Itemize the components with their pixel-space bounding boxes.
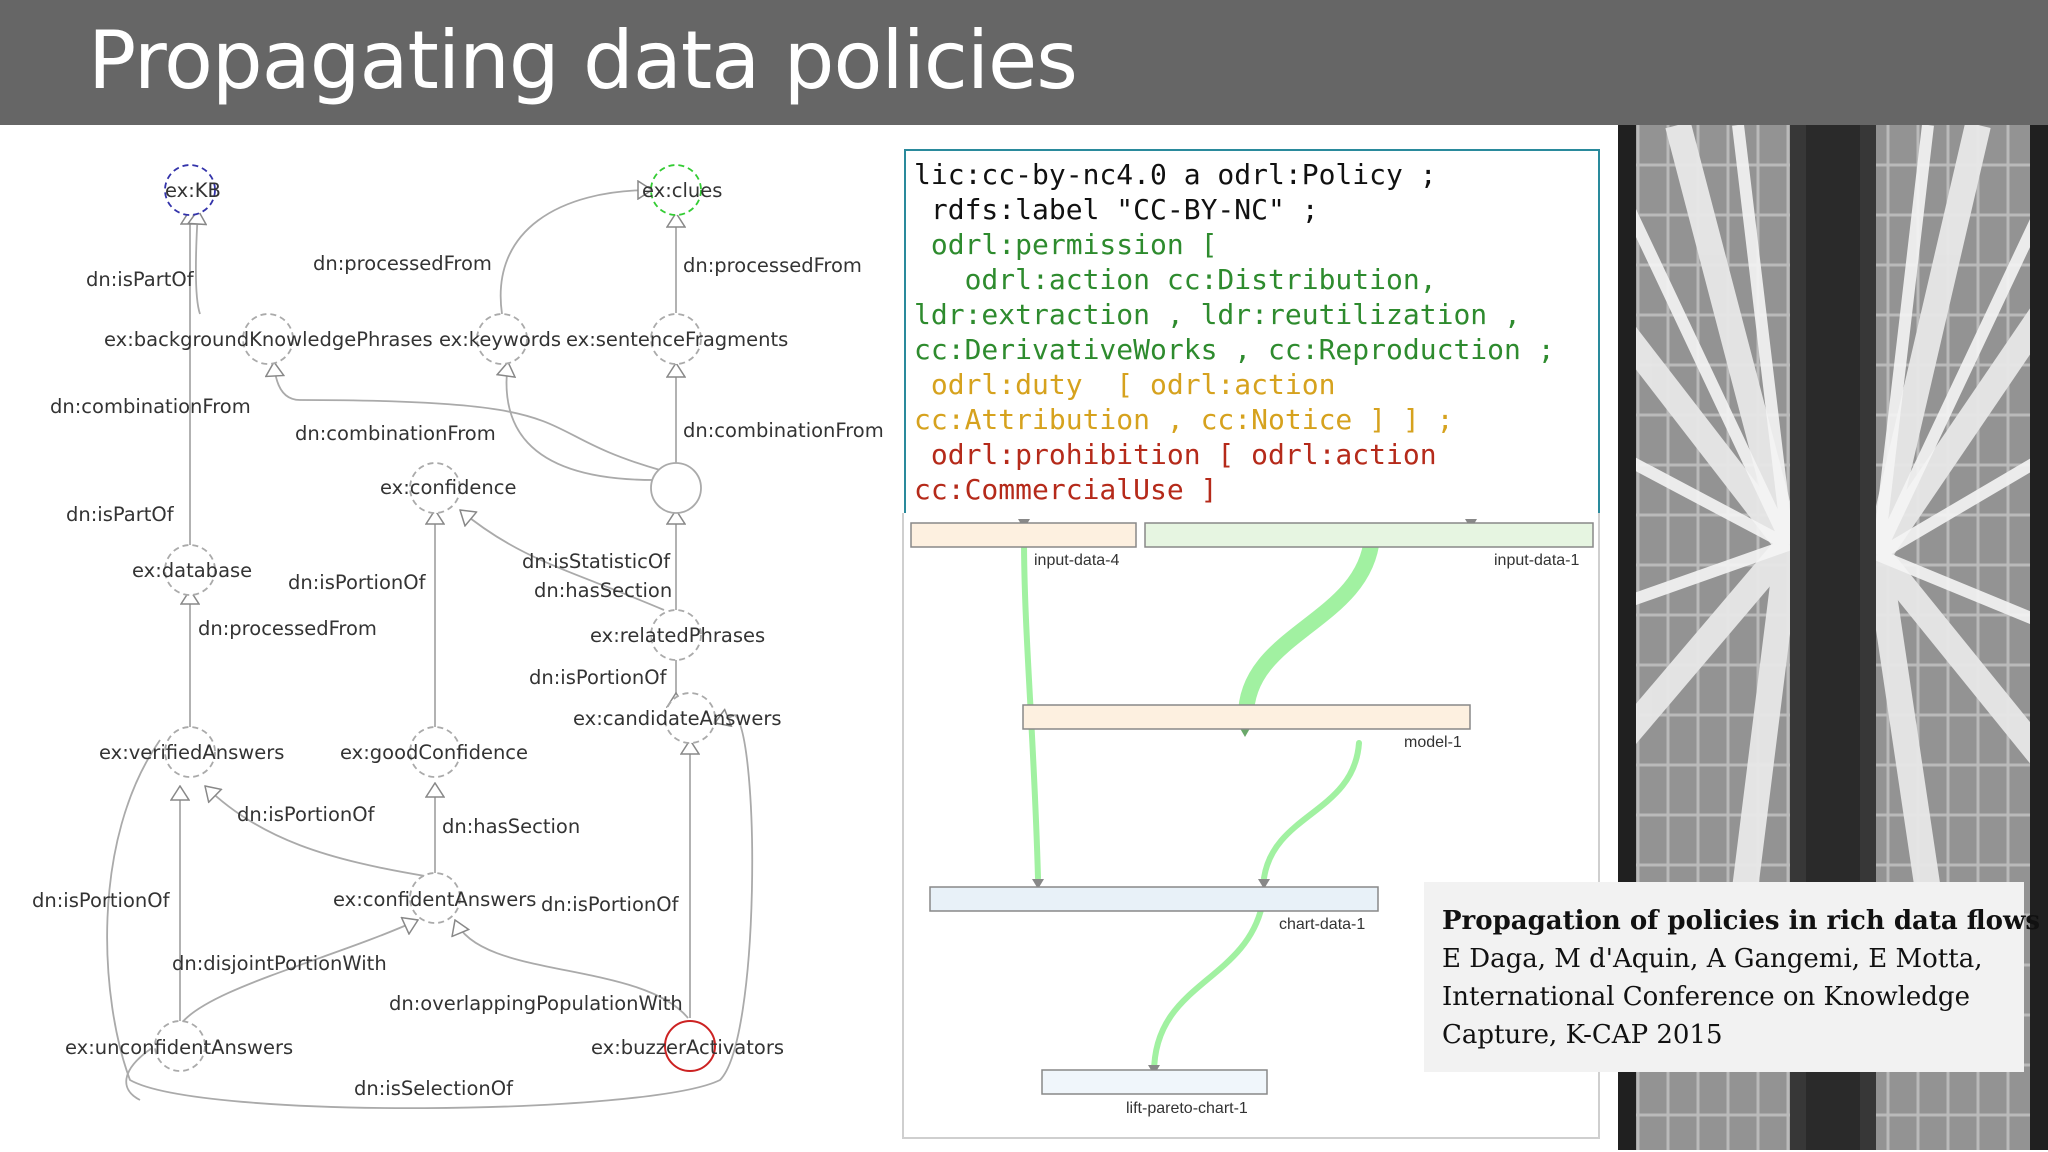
slide-title: Propagating data policies [88, 14, 1078, 107]
data-flow-diagram: input-data-4 input-data-1 model-1 chart-… [902, 513, 1600, 1139]
policy-code-line: cc:Attribution , cc:Notice ] ] ; [914, 403, 1454, 436]
edge-label: dn:hasSection [534, 579, 672, 602]
label-chart-data-1: chart-data-1 [1279, 916, 1365, 933]
edge-label: dn:isStatisticOf [522, 550, 671, 573]
reference-line: Propagation of policies in rich data flo… [1442, 906, 2041, 936]
node-label-confidence: ex:confidence [380, 476, 517, 499]
edge-line [455, 920, 689, 1019]
node-confident-answers [409, 872, 461, 924]
node-buzzer-activators [664, 1020, 716, 1072]
edge-label: dn:combinationFrom [295, 422, 496, 445]
node-sentence-fragments [650, 313, 702, 365]
flow-line [1237, 530, 1380, 726]
edge-label: dn:disjointPortionWith [172, 952, 387, 975]
edge-line [274, 362, 661, 471]
label-input-data-4: input-data-4 [1034, 552, 1119, 569]
node-database [164, 544, 216, 596]
node-confidence [409, 462, 461, 514]
node-label-buzzer-activators: ex:buzzerActivators [591, 1036, 784, 1059]
edge-label: dn:isPortionOf [541, 893, 680, 916]
edge-label: dn:isPortionOf [32, 889, 171, 912]
label-lift-pareto-chart-1: lift-pareto-chart-1 [1126, 1100, 1248, 1117]
edge-label: dn:processedFrom [198, 617, 377, 640]
flow-arrowhead [1258, 879, 1270, 889]
node-input-data-1 [1144, 522, 1594, 548]
edge-label: dn:combinationFrom [683, 419, 884, 442]
policy-code-line: odrl:permission [ [914, 228, 1218, 261]
node-clues [650, 164, 702, 216]
edge-label: dn:isPortionOf [288, 571, 427, 594]
edge-line [125, 1047, 153, 1101]
node-label-good-confidence: ex:goodConfidence [340, 741, 528, 764]
node-good-confidence [409, 726, 461, 778]
node-verified-answers [164, 726, 216, 778]
title-bar: Propagating data policies [0, 0, 2048, 125]
edge-label: dn:combinationFrom [50, 395, 251, 418]
node-lift-pareto-chart-1 [1041, 1069, 1268, 1095]
policy-code-box: lic:cc-by-nc4.0 a odrl:Policy ; rdfs:lab… [904, 149, 1600, 513]
node-label-kb: ex:KB [165, 179, 221, 202]
edge-line [499, 190, 652, 315]
flow-line [1151, 903, 1265, 1076]
node-input-data-4 [910, 522, 1137, 548]
node-label-sentence-fragments: ex:sentenceFragments [566, 328, 788, 351]
edge-label: dn:isPortionOf [237, 803, 376, 826]
policy-code-line: rdfs:label "CC-BY-NC" ; [914, 193, 1319, 226]
flow-line [1261, 740, 1362, 881]
edge-label: dn:overlappingPopulationWith [389, 992, 683, 1015]
edge-label: dn:isPartOf [66, 503, 175, 526]
policy-code-line: ldr:extraction , ldr:reutilization , [914, 298, 1521, 331]
node-kb [164, 164, 216, 216]
policy-code-line: odrl:action cc:Distribution, [914, 263, 1437, 296]
edge-label: dn:isPartOf [86, 268, 195, 291]
flow-line [1021, 535, 1041, 881]
edge-label: dn:isSelectionOf [354, 1077, 514, 1100]
label-model-1: model-1 [1404, 734, 1462, 751]
node-label-confident-answers: ex:confidentAnswers [333, 888, 536, 911]
node-label-unconfident-answers: ex:unconfidentAnswers [65, 1036, 293, 1059]
edge-line [205, 786, 426, 877]
node-bg-phrases [242, 313, 294, 365]
reference-line: International Conference on Knowledge [1442, 982, 1970, 1012]
edge-line [196, 210, 200, 315]
reference-line: E Daga, M d'Aquin, A Gangemi, E Motta, [1442, 944, 1983, 974]
edge-line [177, 920, 418, 1029]
flow-arrowhead [1032, 879, 1044, 889]
policy-code-line: odrl:duty [ odrl:action [914, 368, 1336, 401]
node-candidate-answers [664, 692, 716, 744]
node-label-keywords: ex:keywords [439, 328, 561, 351]
edge-label: dn:processedFrom [313, 252, 492, 275]
node-label-bg-phrases: ex:backgroundKnowledgePhrases [104, 328, 433, 351]
node-label-verified-answers: ex:verifiedAnswers [99, 741, 284, 764]
policy-code-line: cc:DerivativeWorks , cc:Reproduction ; [914, 333, 1555, 366]
node-label-candidate-answers: ex:candidateAnswers [573, 707, 782, 730]
node-unconfident-answers [154, 1020, 206, 1072]
node-chart-data-1 [929, 886, 1379, 912]
node-related-phrases [650, 609, 702, 661]
edge-label: dn:hasSection [442, 815, 580, 838]
policy-code-line: odrl:prohibition [ odrl:action [914, 438, 1437, 471]
node-label-database: ex:database [132, 559, 252, 582]
edge-line [106, 715, 754, 1110]
node-keywords [476, 313, 528, 365]
edge-line [460, 510, 665, 611]
node-model-1 [1022, 704, 1471, 730]
policy-code-line: lic:cc-by-nc4.0 a odrl:Policy ; [914, 158, 1437, 191]
reference-citation: Propagation of policies in rich data flo… [1424, 882, 2041, 1072]
node-label-related-phrases: ex:relatedPhrases [590, 624, 765, 647]
label-input-data-1: input-data-1 [1494, 552, 1579, 569]
edge-line [506, 362, 655, 481]
ontology-graph: ex:KB ex:clues ex:backgroundKnowledgePhr… [32, 164, 884, 1110]
reference-line: Capture, K-CAP 2015 [1442, 1020, 1723, 1050]
node-combination [650, 462, 702, 514]
node-label-clues: ex:clues [642, 179, 722, 202]
edge-label: dn:processedFrom [683, 254, 862, 277]
edge-label: dn:isPortionOf [529, 666, 668, 689]
policy-code-line: cc:CommercialUse ] [914, 473, 1218, 506]
